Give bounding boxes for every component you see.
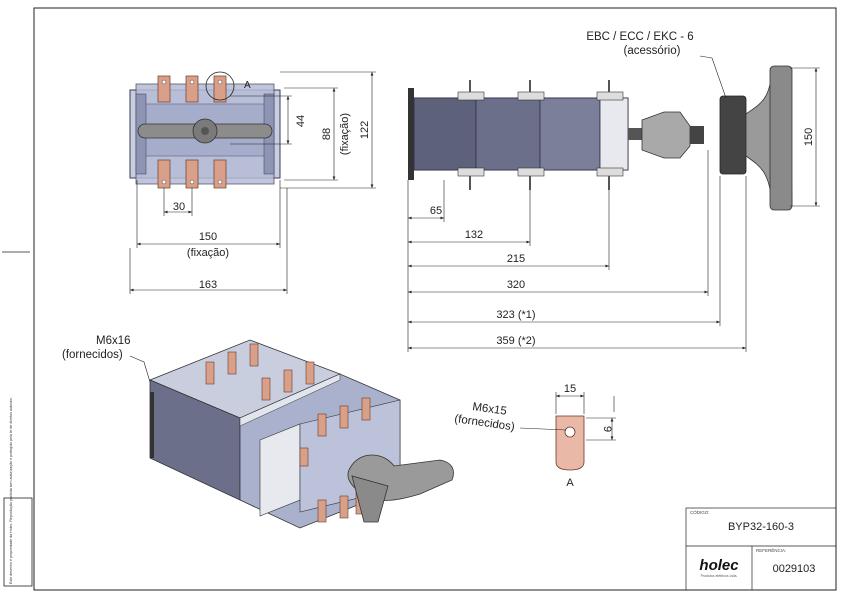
- dim-150: 150: [199, 231, 217, 243]
- shaft-knob: [641, 111, 691, 159]
- terminal-top-2: [185, 75, 199, 103]
- dim-15: 15: [564, 383, 576, 395]
- terminal-top-1: [157, 75, 171, 103]
- screw-m6x16-note: (fornecidos): [62, 349, 123, 361]
- detail-label-top: A: [244, 80, 251, 91]
- dim-30: 30: [173, 201, 185, 213]
- side-view: [408, 65, 793, 211]
- screw-m6x16: M6x16: [96, 335, 131, 347]
- screw-m6x15-leader: [519, 427, 567, 431]
- title-block: [685, 507, 837, 591]
- dim-132: 132: [465, 229, 483, 241]
- accessory-leader: [699, 55, 727, 99]
- dim-163: 163: [199, 279, 217, 291]
- terminal-top-3: [213, 75, 227, 103]
- code-value: BYP32-160-3: [728, 521, 794, 533]
- detail-circle-a: [205, 71, 235, 101]
- ref-value: 0029103: [773, 563, 816, 575]
- ref-label: REFERÊNCIA:: [756, 546, 786, 553]
- isometric-view: [148, 339, 454, 529]
- dim-122: 122: [359, 121, 371, 139]
- dim-150-fixation: (fixação): [187, 247, 229, 259]
- side-note-box: [3, 497, 33, 587]
- front-dimensions: [129, 71, 376, 294]
- brand-logo: holec: [699, 557, 739, 574]
- dim-88-fixation: (fixação): [339, 113, 351, 155]
- accessory-models: EBC / ECC / EKC - 6: [586, 31, 693, 43]
- front-view: A: [129, 71, 281, 189]
- dim-320: 320: [507, 279, 525, 291]
- dim-88: 88: [321, 128, 333, 140]
- side-handle-body: [719, 95, 747, 175]
- screw-m6x15-note: (fornecidos): [454, 413, 516, 433]
- detail-a-dimensions: [555, 392, 616, 441]
- dim-359: 359 (*2): [496, 335, 535, 347]
- screw-m6x16-leader: [129, 355, 151, 383]
- sheet-border: [33, 7, 837, 591]
- terminal-bottom-3: [213, 159, 227, 189]
- dim-44: 44: [295, 115, 307, 127]
- brand-subtitle: Produtos elétricos Ltda.: [701, 574, 738, 578]
- screw-m6x15: M6x15: [472, 401, 508, 418]
- dim-215: 215: [507, 253, 525, 265]
- dim-9: 9: [601, 426, 613, 432]
- accessory-note: (acessório): [624, 45, 681, 57]
- detail-label-bottom: A: [566, 477, 574, 489]
- code-label: CÓDIGO:: [690, 509, 710, 515]
- dim-handle-150: 150: [803, 128, 815, 146]
- dim-65: 65: [430, 205, 442, 217]
- side-note: Este desenho é propriedade da Holec. Rep…: [9, 397, 13, 584]
- detail-a-terminal: [555, 415, 585, 471]
- dim-323: 323 (*1): [496, 309, 535, 321]
- side-dimensions: [407, 67, 820, 352]
